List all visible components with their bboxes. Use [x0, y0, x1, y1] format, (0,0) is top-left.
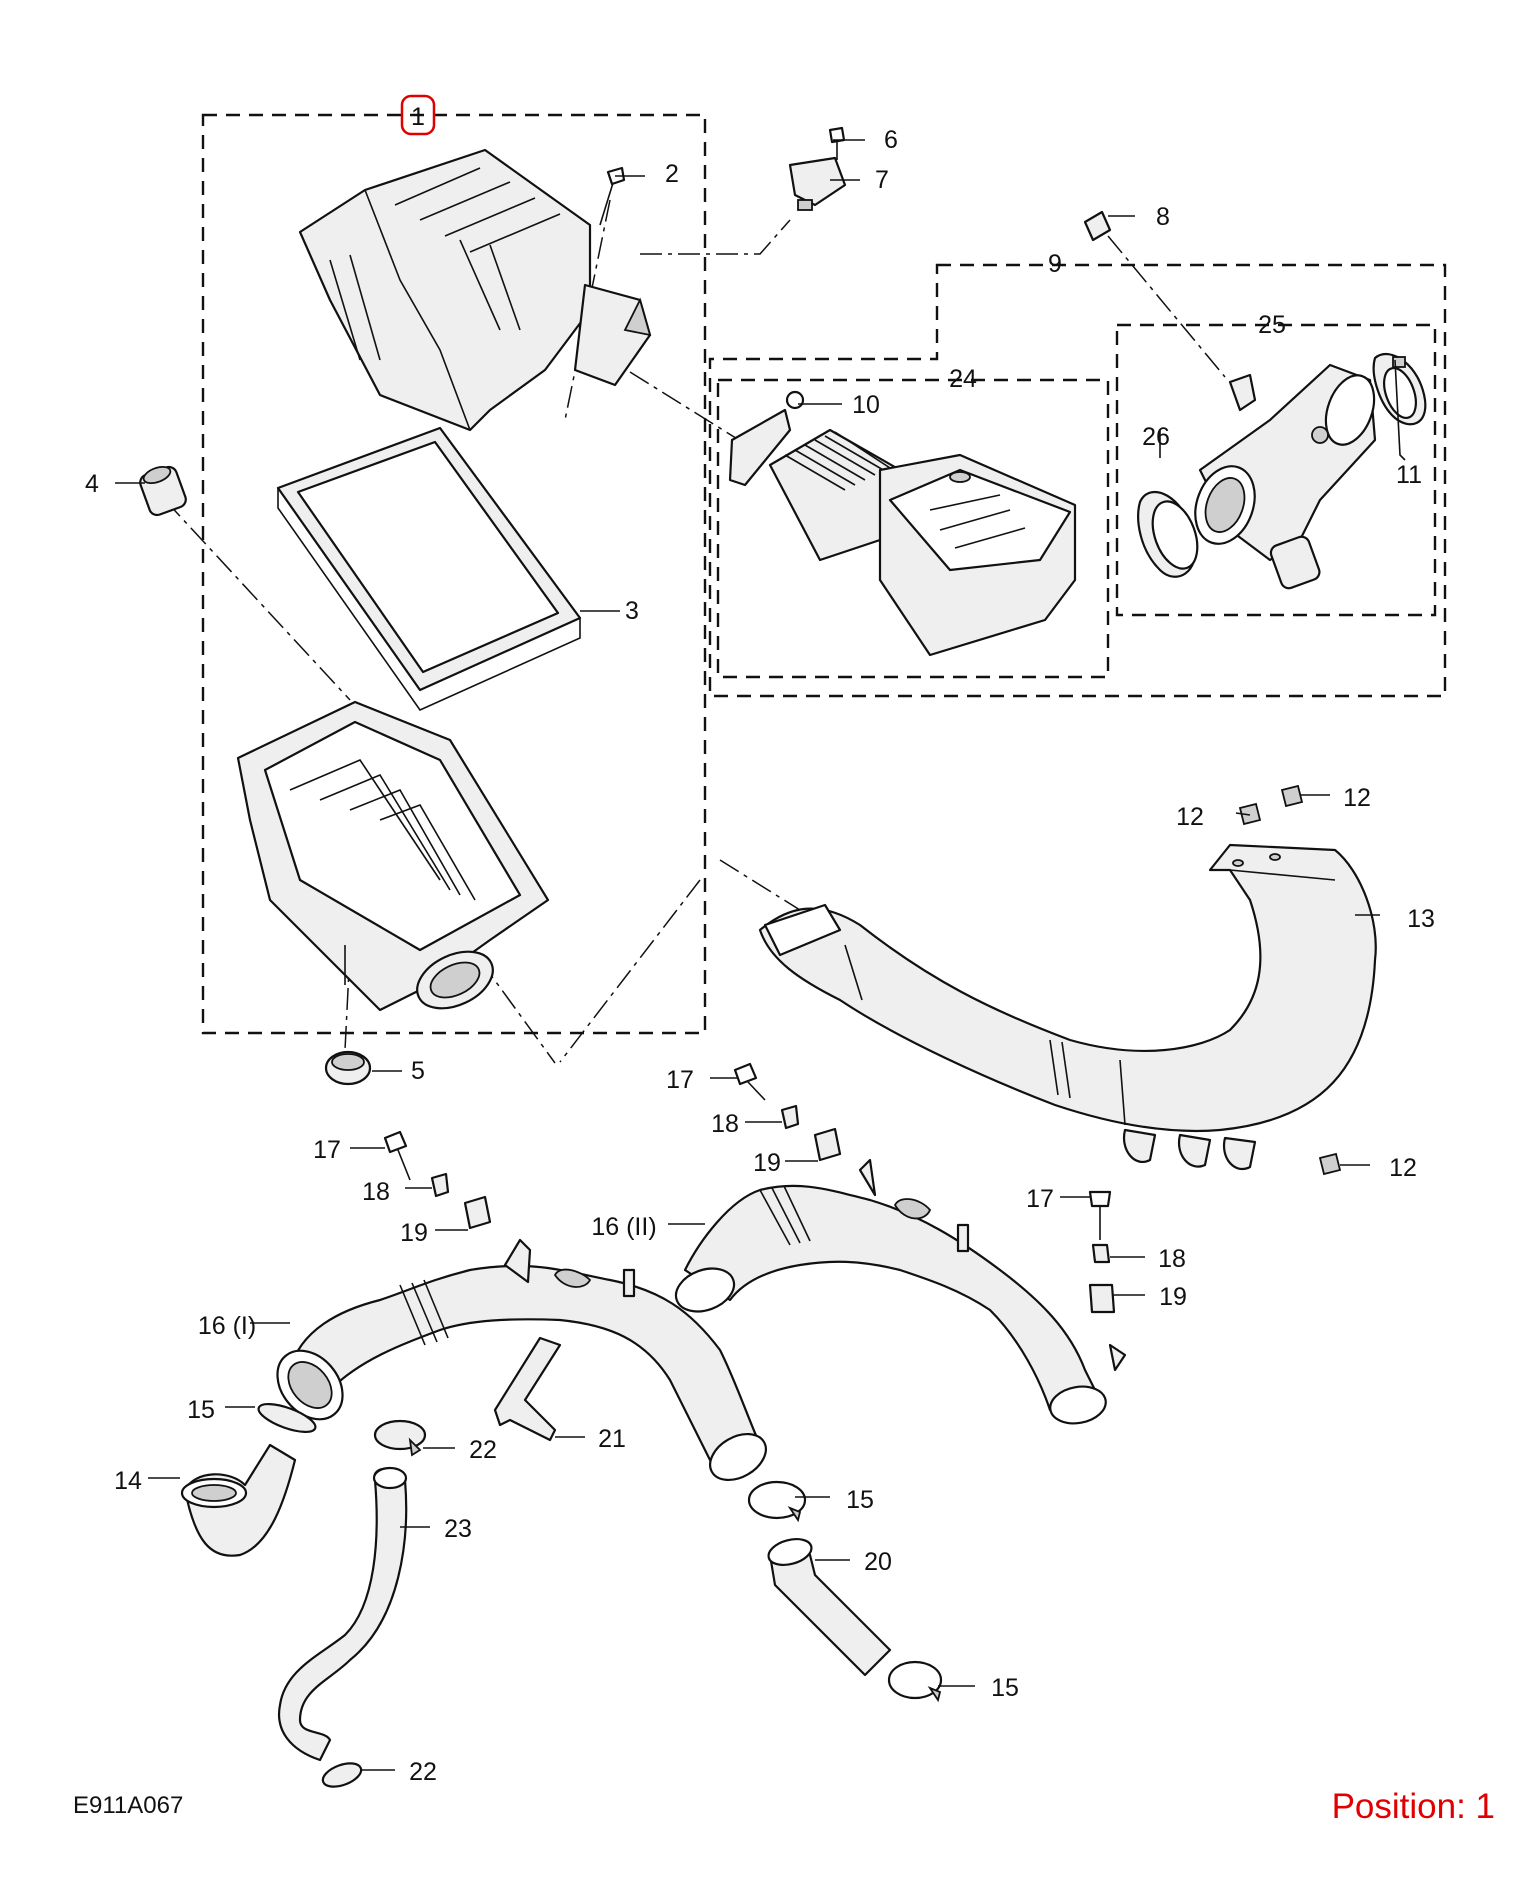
group-box-24 [716, 378, 1110, 679]
callout-15b[interactable]: 15 [846, 1486, 874, 1514]
callout-22b[interactable]: 22 [409, 1758, 437, 1786]
callout-17c[interactable]: 17 [1026, 1185, 1054, 1213]
callout-9[interactable]: 9 [1048, 250, 1062, 278]
airbox-cover-part [298, 148, 652, 432]
callout-18c[interactable]: 18 [1158, 1245, 1186, 1273]
callout-14[interactable]: 14 [114, 1467, 142, 1495]
throttle-body-part-25 [1137, 352, 1427, 590]
callout-12a[interactable]: 12 [1176, 803, 1204, 831]
group-box-1 [201, 113, 707, 1035]
callout-11[interactable]: 11 [1396, 461, 1422, 489]
callout-22a[interactable]: 22 [469, 1436, 497, 1464]
callout-19a[interactable]: 19 [400, 1219, 428, 1247]
group-box-9 [708, 263, 1447, 698]
callout-15c[interactable]: 15 [991, 1674, 1019, 1702]
callout-15a[interactable]: 15 [187, 1396, 215, 1424]
elbow-part-14 [180, 1443, 297, 1557]
callout-12c[interactable]: 12 [1389, 1154, 1417, 1182]
callout-24[interactable]: 24 [949, 365, 977, 393]
callout-2[interactable]: 2 [665, 160, 679, 188]
callout-labels: 1 2 3 4 5 6 7 8 9 10 11 12 12 12 13 14 1… [85, 94, 1435, 1786]
resonator-part-24 [728, 390, 1077, 657]
charge-pipe-part-16-i [276, 1238, 767, 1482]
callout-21[interactable]: 21 [598, 1425, 626, 1453]
callout-17a[interactable]: 17 [313, 1136, 341, 1164]
hose-part-20 [767, 1537, 892, 1677]
clip-8-part [1083, 210, 1112, 242]
callout-19b[interactable]: 19 [753, 1149, 781, 1177]
clamps-22-part [321, 1419, 427, 1788]
callout-8[interactable]: 8 [1156, 203, 1170, 231]
callout-7[interactable]: 7 [875, 166, 889, 194]
callout-10[interactable]: 10 [852, 391, 880, 419]
position-label: Position: 1 [1332, 1787, 1495, 1826]
callout-12b[interactable]: 12 [1343, 784, 1371, 812]
callout-23[interactable]: 23 [444, 1515, 472, 1543]
airbox-housing-part [236, 700, 550, 1012]
callout-17b[interactable]: 17 [666, 1066, 694, 1094]
callout-13[interactable]: 13 [1407, 905, 1435, 933]
callout-20[interactable]: 20 [864, 1548, 892, 1576]
fasteners-12-part [1238, 784, 1342, 1176]
air-duct-part-13 [758, 843, 1377, 1170]
callout-5[interactable]: 5 [411, 1057, 425, 1085]
hose-part-23 [277, 1466, 408, 1762]
clamps-15-part [257, 1402, 943, 1703]
callout-26[interactable]: 26 [1142, 423, 1170, 451]
bracket-part-21 [493, 1336, 562, 1442]
bolt-washer-grommet-parts [383, 1062, 1116, 1314]
grommet-4-part [139, 465, 187, 517]
callout-6[interactable]: 6 [884, 126, 898, 154]
callout-1-highlight [400, 94, 436, 136]
air-filter-element-part [276, 426, 582, 712]
callout-19c[interactable]: 19 [1159, 1283, 1187, 1311]
leader-lines [115, 139, 1406, 1771]
charge-pipe-part-16-ii [674, 1158, 1127, 1425]
grommet-5-part [324, 1050, 372, 1086]
callout-16-ii[interactable]: 16 (II) [591, 1213, 656, 1241]
figure-code: E911A067 [73, 1792, 183, 1819]
callout-18b[interactable]: 18 [711, 1110, 739, 1138]
callout-25[interactable]: 25 [1258, 311, 1286, 339]
callout-18a[interactable]: 18 [362, 1178, 390, 1206]
callout-16-i[interactable]: 16 (I) [198, 1312, 256, 1340]
callout-3[interactable]: 3 [625, 597, 639, 625]
callout-1[interactable]: 1 [411, 103, 425, 131]
mass-airflow-sensor-part [788, 126, 847, 211]
group-box-25 [1115, 323, 1437, 617]
callout-4[interactable]: 4 [85, 470, 99, 498]
